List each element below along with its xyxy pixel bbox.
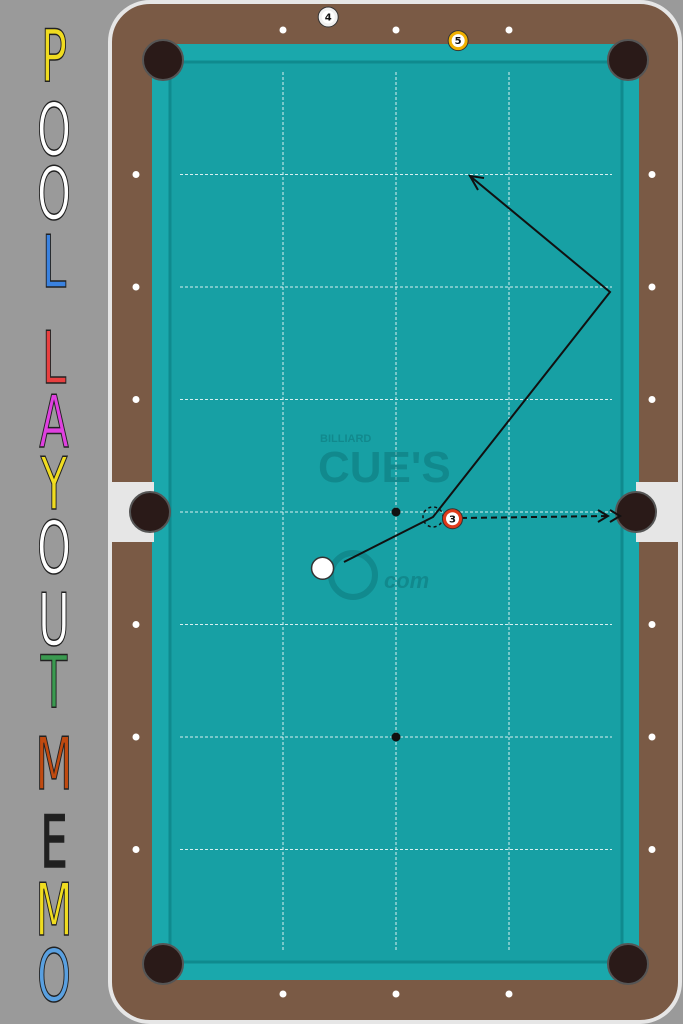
- ball-number: 5: [455, 36, 462, 47]
- pool-table[interactable]: BILLIARD CUE'S com 3 4 5: [108, 0, 683, 1024]
- title-letter: Y: [40, 442, 68, 526]
- title-letter: L: [41, 220, 67, 304]
- ball-4[interactable]: 4: [317, 6, 339, 28]
- ball-number: 3: [449, 514, 456, 525]
- pocket: [607, 943, 649, 985]
- diamond: [648, 846, 656, 853]
- watermark: BILLIARD CUE'S com: [318, 433, 451, 600]
- pocket: [142, 39, 184, 81]
- pocket-arrowhead-2-icon: [609, 509, 622, 523]
- title-letter: O: [36, 506, 72, 590]
- title-letter: P: [40, 14, 68, 98]
- ball-number: 4: [325, 13, 332, 24]
- title-letter: A: [39, 380, 69, 464]
- spots: [391, 507, 401, 742]
- watermark-line1: BILLIARD: [320, 433, 371, 445]
- diamond: [279, 26, 287, 34]
- title-letter: M: [35, 868, 73, 952]
- diamond: [648, 733, 656, 741]
- title-letter: O: [36, 934, 72, 1018]
- balls[interactable]: 3 4 5: [310, 6, 469, 580]
- diamond: [132, 621, 140, 628]
- pocket: [615, 491, 657, 533]
- ball-3[interactable]: 3: [442, 508, 463, 530]
- diamond: [132, 283, 140, 291]
- title-letter: O: [36, 88, 72, 172]
- pocket: [129, 491, 171, 533]
- title-letter: T: [40, 640, 68, 724]
- ball-5[interactable]: 5: [447, 30, 469, 52]
- watermark-line2: CUE'S: [318, 443, 451, 492]
- diamond: [648, 171, 656, 178]
- title-letter: L: [41, 316, 67, 400]
- diamond: [505, 26, 513, 34]
- diamond: [505, 990, 513, 998]
- pocket-arrowhead-icon: [597, 509, 610, 523]
- pockets: [108, 39, 682, 985]
- diamond: [132, 396, 140, 403]
- path-arrowhead-icon: [468, 174, 485, 191]
- diamond: [392, 26, 400, 34]
- title-letter: U: [38, 578, 71, 662]
- diamond: [392, 990, 400, 998]
- title-letter: O: [36, 152, 72, 236]
- cue-ball-path: [343, 175, 612, 563]
- diamond: [279, 990, 287, 998]
- ball-cue[interactable]: [310, 556, 335, 580]
- diamond: [132, 846, 140, 853]
- diamond: [648, 283, 656, 291]
- object-ball-path: [460, 515, 609, 519]
- diamond: [648, 621, 656, 628]
- title-letter: E: [40, 800, 68, 884]
- pocket: [142, 943, 184, 985]
- pocket: [607, 39, 649, 81]
- watermark-line3: com: [384, 568, 429, 593]
- foot-spot: [391, 732, 401, 742]
- rail-diamonds: [132, 26, 656, 998]
- diamond: [132, 171, 140, 178]
- title-letter: M: [35, 722, 73, 806]
- diamond: [648, 396, 656, 403]
- diamond: [132, 733, 140, 741]
- center-spot: [391, 507, 401, 517]
